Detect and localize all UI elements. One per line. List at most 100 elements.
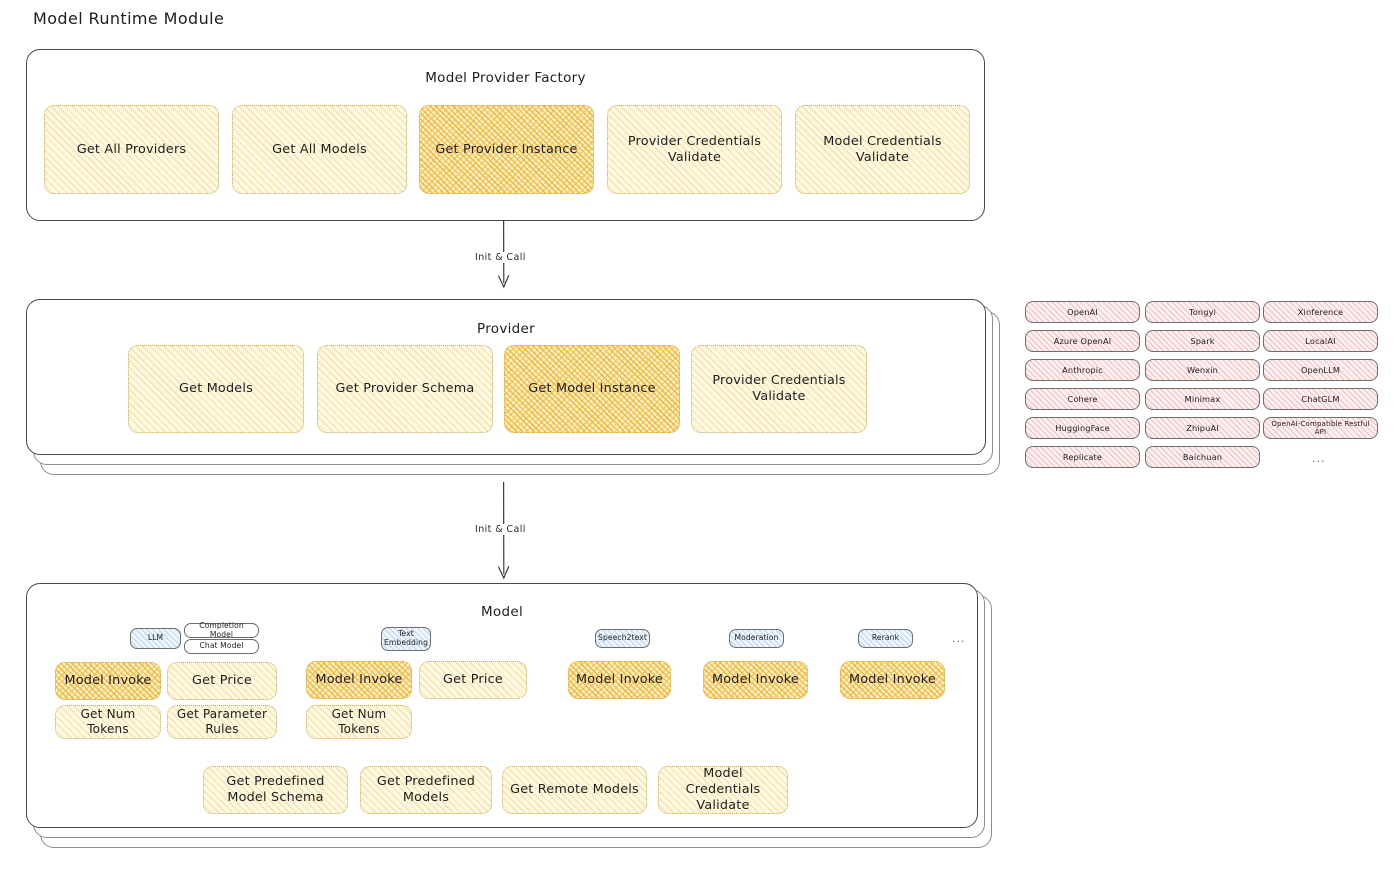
model-llm-item-get-price[interactable]: Get Price: [167, 662, 277, 700]
factory-item-provider-credentials-validate[interactable]: Provider Credentials Validate: [607, 105, 782, 194]
model-shared-item-model-credentials-validate[interactable]: Model Credentials Validate: [658, 766, 788, 814]
provider-pill-tongyi[interactable]: Tongyi: [1145, 301, 1260, 323]
model-type-badge-rerank[interactable]: Rerank: [858, 629, 913, 648]
provider-pill-label: Tongyi: [1188, 307, 1217, 317]
factory-item-label: Provider Credentials Validate: [627, 133, 762, 165]
provider-pill-anthropic[interactable]: Anthropic: [1025, 359, 1140, 381]
model-shared-item-get-predefined-models[interactable]: Get Predefined Models: [360, 766, 492, 814]
model-rerank-item-model-invoke[interactable]: Model Invoke: [840, 661, 945, 699]
model-sub-badge-label: Completion Model: [199, 620, 244, 639]
provider-pill-label: ZhipuAI: [1186, 423, 1219, 433]
model-item-label: Get Num Tokens: [80, 707, 136, 736]
model-sub-badge-chat-model[interactable]: Chat Model: [184, 639, 259, 654]
model-item-label: Get Price: [192, 673, 252, 688]
model-type-badge-llm[interactable]: LLM: [130, 628, 181, 649]
model-groups-more: ...: [952, 632, 966, 645]
provider-pill-azure-openai[interactable]: Azure OpenAI: [1025, 330, 1140, 352]
model-llm-item-get-num-tokens[interactable]: Get Num Tokens: [55, 705, 161, 739]
model-llm-item-get-parameter-rules[interactable]: Get Parameter Rules: [167, 705, 277, 739]
model-item-label: Get Predefined Models: [376, 774, 476, 805]
model-type-badge-moderation[interactable]: Moderation: [729, 629, 784, 648]
model-item-label: Model Invoke: [711, 672, 799, 687]
provider-pill-label: Xinference: [1297, 307, 1344, 317]
factory-item-get-provider-instance[interactable]: Get Provider Instance: [419, 105, 594, 194]
provider-pill-cohere[interactable]: Cohere: [1025, 388, 1140, 410]
model-title: Model: [480, 604, 524, 620]
model-llm-item-model-invoke[interactable]: Model Invoke: [55, 662, 161, 700]
provider-pill-label: Wenxin: [1186, 365, 1219, 375]
model-item-label: Get Remote Models: [510, 782, 639, 797]
arrow-label-init-and-call-2: Init & Call: [472, 524, 529, 535]
factory-item-label: Model Credentials Validate: [823, 133, 942, 165]
provider-item-get-models[interactable]: Get Models: [128, 345, 304, 433]
provider-pill-openllm[interactable]: OpenLLM: [1263, 359, 1378, 381]
provider-pill-baichuan[interactable]: Baichuan: [1145, 446, 1260, 468]
provider-pill-label: OpenAI: [1067, 307, 1098, 317]
provider-pill-replicate[interactable]: Replicate: [1025, 446, 1140, 468]
provider-pill-label: Azure OpenAI: [1053, 336, 1112, 346]
provider-item-provider-credentials-validate[interactable]: Provider Credentials Validate: [691, 345, 867, 433]
model-text-embedding-item-get-price[interactable]: Get Price: [419, 661, 527, 699]
provider-pill-label: Spark: [1190, 336, 1215, 346]
factory-item-get-all-models[interactable]: Get All Models: [232, 105, 407, 194]
provider-pill-label: OpenLLM: [1300, 365, 1341, 375]
model-speech2text-item-model-invoke[interactable]: Model Invoke: [568, 661, 671, 699]
model-type-badge-label: Moderation: [734, 633, 779, 643]
model-item-label: Get Parameter Rules: [176, 707, 268, 736]
provider-pill-minimax[interactable]: Minimax: [1145, 388, 1260, 410]
model-sub-badge-label: Chat Model: [199, 641, 244, 651]
factory-item-get-all-providers[interactable]: Get All Providers: [44, 105, 219, 194]
model-type-badge-label: Rerank: [871, 633, 900, 643]
provider-item-get-model-instance[interactable]: Get Model Instance: [504, 345, 680, 433]
provider-pill-wenxin[interactable]: Wenxin: [1145, 359, 1260, 381]
provider-item-label: Provider Credentials Validate: [712, 373, 846, 404]
provider-pill-openai-compatible-restful-api[interactable]: OpenAI-Compatible Restful API: [1263, 417, 1378, 439]
provider-pill-xinference[interactable]: Xinference: [1263, 301, 1378, 323]
provider-pill-zhipuai[interactable]: ZhipuAI: [1145, 417, 1260, 439]
provider-item-label: Get Model Instance: [528, 381, 656, 396]
provider-title: Provider: [477, 321, 535, 337]
factory-item-model-credentials-validate[interactable]: Model Credentials Validate: [795, 105, 970, 194]
model-text-embedding-item-model-invoke[interactable]: Model Invoke: [306, 661, 412, 699]
model-item-label: Model Invoke: [575, 672, 663, 687]
provider-pill-label: LocalAI: [1305, 336, 1336, 346]
page-title: Model Runtime Module: [33, 9, 225, 28]
provider-pill-label: Baichuan: [1182, 452, 1223, 462]
provider-pill-chatglm[interactable]: ChatGLM: [1263, 388, 1378, 410]
model-item-label: Model Invoke: [848, 672, 936, 687]
provider-pill-label: Minimax: [1184, 394, 1221, 404]
model-provider-factory-title: Model Provider Factory: [425, 70, 586, 86]
model-moderation-item-model-invoke[interactable]: Model Invoke: [703, 661, 808, 699]
model-type-badge-speech2text[interactable]: Speech2text: [595, 629, 650, 648]
provider-pill-label: Cohere: [1067, 394, 1098, 404]
model-sub-badge-completion-model[interactable]: Completion Model: [184, 620, 259, 639]
provider-pill-label: OpenAI-Compatible Restful API: [1271, 420, 1370, 436]
arrow-label-init-and-call-1: Init & Call: [472, 252, 529, 263]
provider-item-label: Get Models: [179, 381, 253, 396]
model-item-label: Model Invoke: [315, 672, 403, 687]
provider-pill-label: Replicate: [1062, 452, 1103, 462]
model-item-label: Get Num Tokens: [331, 707, 387, 736]
provider-pill-label: HuggingFace: [1055, 423, 1110, 433]
provider-item-label: Get Provider Schema: [335, 381, 475, 396]
provider-pill-openai[interactable]: OpenAI: [1025, 301, 1140, 323]
model-item-label: Get Price: [443, 672, 503, 687]
model-item-label: Model Credentials Validate: [685, 766, 761, 813]
provider-pill-label: Anthropic: [1062, 365, 1103, 375]
factory-item-label: Get Provider Instance: [435, 141, 578, 157]
model-type-badge-text-embedding[interactable]: Text Embedding: [381, 627, 431, 651]
model-type-badge-label: LLM: [147, 633, 164, 643]
model-item-label: Get Predefined Model Schema: [226, 774, 325, 805]
provider-pill-localai[interactable]: LocalAI: [1263, 330, 1378, 352]
provider-pill-huggingface[interactable]: HuggingFace: [1025, 417, 1140, 439]
factory-item-label: Get All Providers: [76, 141, 187, 157]
model-type-badge-label: Speech2text: [598, 633, 647, 643]
model-item-label: Model Invoke: [64, 673, 152, 688]
provider-pill-spark[interactable]: Spark: [1145, 330, 1260, 352]
model-shared-item-get-predefined-model-schema[interactable]: Get Predefined Model Schema: [203, 766, 348, 814]
model-shared-item-get-remote-models[interactable]: Get Remote Models: [502, 766, 647, 814]
factory-item-label: Get All Models: [272, 141, 367, 157]
model-text-embedding-item-get-num-tokens[interactable]: Get Num Tokens: [306, 705, 412, 739]
provider-item-get-provider-schema[interactable]: Get Provider Schema: [317, 345, 493, 433]
model-type-badge-label: Text Embedding: [384, 629, 428, 647]
